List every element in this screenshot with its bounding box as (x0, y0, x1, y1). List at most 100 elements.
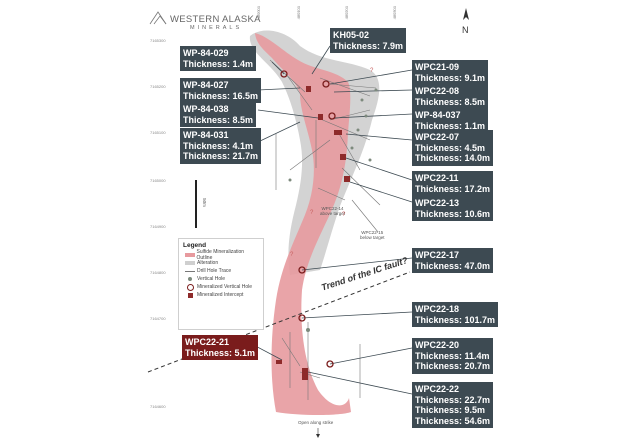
hole-name: WP-84-027 (183, 80, 229, 90)
thickness-value: Thickness: 101.7m (415, 314, 496, 325)
question-mark: ? (370, 68, 374, 74)
question-mark: ? (290, 252, 294, 258)
thickness-value: Thickness: 17.2m (415, 183, 491, 194)
legend-item: Alteration (183, 259, 259, 267)
thickness-value: Thickness: 54.6m (415, 415, 491, 426)
thickness-value: Thickness: 5.1m (185, 347, 256, 358)
legend-label: Mineralized Intercept (197, 292, 244, 298)
legend-title: Legend (183, 242, 207, 249)
northing-label: 7164700 (150, 316, 166, 321)
annotation-wpc22-14: WPC22-14 above target (320, 206, 345, 216)
callout-wpc22-08: WPC22-08 Thickness: 8.5m (412, 84, 489, 109)
thickness-value: Thickness: 4.5m (415, 142, 486, 153)
thickness-value: Thickness: 9.5m (415, 405, 486, 415)
thickness-value: Thickness: 11.4m (415, 350, 490, 361)
brand-name: WESTERN ALASKA (170, 14, 261, 25)
thickness-value: Thickness: 8.5m (183, 114, 254, 125)
north-arrow-icon (463, 8, 469, 20)
legend-label: Sulfide Mineralization Outline (196, 249, 245, 261)
question-mark: ? (310, 210, 314, 216)
hole-name: WPC22-22 (415, 384, 460, 394)
thickness-value: Thickness: 21.7m (183, 151, 259, 161)
fault-trend-line (147, 271, 411, 373)
annotation-wpc22-15: WPC22-15 below target (360, 230, 385, 240)
callout-kh05-02: KH05-02 Thickness: 7.9m (330, 28, 407, 53)
question-mark: ? (342, 212, 346, 218)
hole-note: above target (320, 211, 346, 216)
thickness-value: Thickness: 22.7m (415, 394, 491, 405)
logo-mark (149, 11, 167, 25)
hole-name: WP-84-029 (183, 48, 229, 58)
easting-label: 480000 (256, 6, 261, 20)
callout-wpc22-07: WPC22-07 Thickness: 4.5m Thickness: 14.0… (412, 130, 494, 166)
northing-label: 7165100 (150, 130, 166, 135)
callout-wpc22-11: WPC22-11 Thickness: 17.2m (412, 171, 494, 196)
hole-name: WPC22-21 (185, 337, 230, 347)
hole-name: WPC22-15 (361, 230, 384, 235)
callout-wpc22-13: WPC22-13 Thickness: 10.6m (412, 196, 494, 221)
callout-wp-84-031: WP-84-031 Thickness: 4.1m Thickness: 21.… (180, 128, 262, 164)
thickness-value: Thickness: 1.4m (183, 58, 254, 69)
legend-item: Drill Hole Trace (183, 267, 259, 275)
hole-name: WP-84-031 (183, 130, 229, 140)
northing-label: 7165000 (150, 178, 166, 183)
northing-label: 7165300 (150, 38, 166, 43)
open-along-strike: Open along strike (298, 420, 334, 425)
thickness-value: Thickness: 4.1m (183, 140, 254, 151)
legend-label: Alteration (197, 260, 219, 266)
thickness-value: Thickness: 20.7m (415, 361, 491, 371)
thickness-value: Thickness: 14.0m (415, 153, 491, 163)
callout-wp-84-037: WP-84-037 Thickness: 1.1m (412, 108, 489, 133)
hole-name: WPC21-09 (415, 62, 460, 72)
mineralization-outline (255, 33, 351, 415)
legend-item: Sulfide Mineralization Outline (183, 249, 259, 261)
hole-name: WPC22-18 (415, 304, 460, 314)
hole-name: WPC22-11 (415, 173, 459, 183)
arrow-down-icon (316, 434, 320, 438)
hole-name: WPC22-08 (415, 86, 460, 96)
thickness-value: Thickness: 1.1m (415, 120, 486, 131)
legend: Legend Sulfide Mineralization Outline Al… (178, 238, 264, 330)
brand-logo: WESTERN ALASKA MINERALS (170, 14, 261, 31)
brand-sub: MINERALS (190, 25, 243, 31)
callout-wpc22-21: WPC22-21 Thickness: 5.1m (182, 335, 259, 360)
legend-item: Mineralized Vertical Hole (183, 283, 259, 291)
hole-name: KH05-02 (333, 30, 370, 40)
thickness-value: Thickness: 7.9m (333, 40, 404, 51)
hole-name: WPC22-13 (415, 198, 460, 208)
north-label: N (462, 25, 469, 35)
callout-wp-84-027: WP-84-027 Thickness: 16.5m (180, 78, 262, 103)
callout-wpc22-22: WPC22-22 Thickness: 22.7m Thickness: 9.5… (412, 382, 494, 428)
callout-wp-84-038: WP-84-038 Thickness: 8.5m (180, 102, 257, 127)
easting-label: 480300 (392, 6, 397, 20)
thickness-value: Thickness: 16.5m (183, 90, 259, 101)
hole-note: below target (360, 235, 385, 240)
hole-name: WP-84-037 (415, 110, 461, 120)
callout-wpc22-20: WPC22-20 Thickness: 11.4m Thickness: 20.… (412, 338, 494, 374)
hole-name: WPC22-07 (415, 132, 460, 142)
callout-wpc21-09: WPC21-09 Thickness: 9.1m (412, 60, 489, 85)
scale-label: 50m (201, 198, 207, 207)
hole-name: WPC22-20 (415, 340, 460, 350)
hole-name: WPC22-17 (415, 250, 460, 260)
callout-wpc22-18: WPC22-18 Thickness: 101.7m (412, 302, 499, 327)
legend-item: Mineralized Intercept (183, 291, 259, 299)
easting-label: 480100 (296, 6, 301, 20)
legend-label: Drill Hole Trace (197, 268, 232, 274)
thickness-value: Thickness: 9.1m (415, 72, 486, 83)
hole-name: WPC22-14 (321, 206, 344, 211)
thickness-value: Thickness: 47.0m (415, 260, 491, 271)
legend-label: Vertical Hole (197, 276, 226, 282)
hole-name: WP-84-038 (183, 104, 229, 114)
northing-label: 7164900 (150, 224, 166, 229)
easting-label: 480200 (344, 6, 349, 20)
legend-item: Vertical Hole (183, 275, 259, 283)
northing-label: 7164800 (150, 270, 166, 275)
callout-wp-84-029: WP-84-029 Thickness: 1.4m (180, 46, 257, 71)
legend-label: Mineralized Vertical Hole (197, 284, 253, 290)
northing-label: 7165200 (150, 84, 166, 89)
thickness-value: Thickness: 10.6m (415, 208, 491, 219)
callout-wpc22-17: WPC22-17 Thickness: 47.0m (412, 248, 494, 273)
thickness-value: Thickness: 8.5m (415, 96, 486, 107)
